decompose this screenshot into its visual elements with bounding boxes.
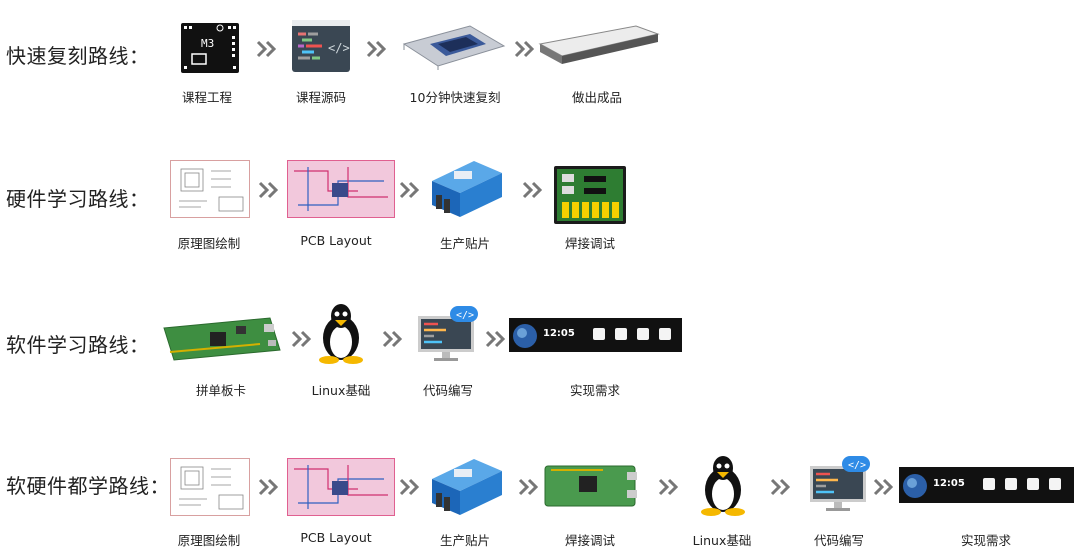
step-caption: PCB Layout [300,233,372,248]
step-caption: 焊接调试 [564,533,615,548]
arrow-icon [485,330,506,348]
board-m3-image: M3 [180,22,240,74]
arrow-icon [518,478,539,496]
enclosure-transparent-image [400,22,508,70]
arrow-icon [658,478,679,496]
step-caption: PCB Layout [300,530,372,545]
step-caption: 实现需求 [960,533,1011,548]
step-caption: 原理图绘制 [177,533,241,548]
step-caption: 原理图绘制 [177,236,241,251]
pcb-layout-image [287,160,395,218]
screen-time: 12:05 [933,478,965,489]
arrow-icon [873,478,894,496]
arrow-icon [366,40,387,58]
dev-board-image [543,462,639,510]
step-caption: 课程工程 [181,90,232,105]
step-caption: 代码编写 [813,533,864,548]
pcb-layout-image [287,458,395,516]
step-caption: 实现需求 [569,383,620,398]
code-tag-icon [842,456,870,472]
code-monitor-image: </> [808,456,872,512]
step-caption: 代码编写 [422,383,473,398]
arrow-icon [522,181,543,199]
chip-label: M3 [201,37,214,50]
smt-machine-image [428,155,504,219]
step-caption: Linux基础 [311,383,371,398]
code-monitor-image: </> [416,306,480,362]
svg-text:</>: </> [848,460,866,471]
step-caption: 拼单板卡 [195,383,246,398]
source-code-image: </> [292,20,350,72]
step-caption: Linux基础 [692,533,752,548]
arrow-icon [256,40,277,58]
row-label-both: 软硬件都学路线： [6,474,170,498]
arrow-icon [382,330,403,348]
row-label-hardware: 硬件学习路线： [6,187,150,211]
arrow-icon [399,478,420,496]
row-label-quick: 快速复刻路线： [6,44,150,68]
finished-product-image [538,22,660,64]
soldered-board-image [554,166,626,224]
arrow-icon [291,330,312,348]
step-caption: 生产贴片 [439,533,490,548]
screen-time: 12:05 [543,328,575,339]
svg-text:</>: </> [456,310,474,321]
arrow-icon [258,478,279,496]
step-caption: 生产贴片 [439,236,490,251]
arrow-icon [514,40,535,58]
tux-linux-icon [316,302,366,364]
step-caption: 做出成品 [571,90,622,105]
arrow-icon [258,181,279,199]
step-caption: 焊接调试 [564,236,615,251]
smt-machine-image [428,453,504,517]
dev-board-image [160,314,284,364]
ui-screen-image: 12:05 [899,467,1074,503]
schematic-image [170,458,250,516]
step-caption: 课程源码 [295,90,346,105]
ui-screen-image: 12:05 [509,318,682,352]
svg-text:</>: </> [328,41,350,55]
schematic-image [170,160,250,218]
row-label-software: 软件学习路线： [6,333,150,357]
step-caption: 10分钟快速复刻 [409,90,501,105]
code-tag-icon [450,306,478,322]
arrow-icon [770,478,791,496]
tux-linux-icon [698,454,748,516]
arrow-icon [399,181,420,199]
